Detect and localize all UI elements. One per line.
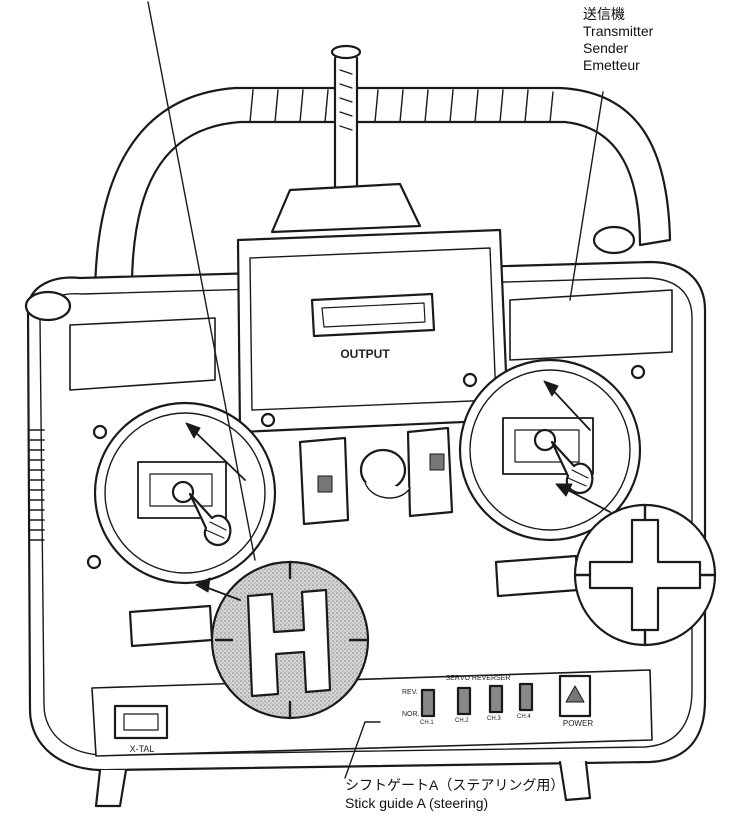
ch3-label: CH.3 bbox=[487, 716, 501, 722]
rev-label: REV. bbox=[402, 689, 418, 696]
left-shoulder-knob bbox=[24, 290, 72, 322]
carry-handle bbox=[93, 86, 672, 302]
left-stick-base bbox=[171, 480, 195, 504]
power-label: POWER bbox=[563, 719, 593, 728]
transmitter-label-fr: Emetteur bbox=[583, 57, 640, 73]
right-shoulder-knob bbox=[592, 225, 636, 255]
right-stick-base bbox=[533, 428, 557, 452]
xtal-label: X-TAL bbox=[130, 744, 155, 754]
ch1-label: CH.1 bbox=[420, 720, 434, 726]
transmitter-label-en: Transmitter bbox=[583, 23, 654, 39]
stick-guide-label-jp: シフトゲートA（ステアリング用） bbox=[345, 777, 565, 793]
stick-guide-label-en: Stick guide A (steering) bbox=[345, 795, 489, 811]
antenna bbox=[333, 53, 359, 197]
stick-guide-b bbox=[210, 560, 370, 720]
left-stick bbox=[188, 492, 232, 546]
output-label: OUTPUT bbox=[340, 347, 390, 361]
ch4-label: CH.4 bbox=[517, 714, 531, 720]
right-foot bbox=[558, 760, 592, 802]
servo-reverser-label: SERVO REVERSER bbox=[446, 675, 511, 682]
right-center-trim bbox=[406, 426, 454, 518]
transmitter-callout: 送信機 Transmitter Sender Emetteur bbox=[583, 6, 653, 74]
nor-label: NOR. bbox=[402, 711, 420, 718]
ch2-label: CH.2 bbox=[455, 718, 469, 724]
right-stick bbox=[550, 440, 594, 494]
stick-guide-callout: シフトゲートA（ステアリング用） Stick guide A (steering… bbox=[345, 776, 564, 812]
ch3-switch bbox=[488, 684, 504, 714]
left-foot bbox=[94, 768, 128, 808]
transmitter-label-de: Sender bbox=[583, 40, 629, 56]
left-lower-trim bbox=[128, 604, 214, 648]
stick-guide-a bbox=[573, 503, 717, 647]
antenna-tip bbox=[330, 44, 362, 60]
ch2-switch bbox=[456, 686, 472, 716]
ch1-switch bbox=[420, 688, 436, 718]
ch4-switch bbox=[518, 682, 534, 712]
right-lower-trim bbox=[494, 554, 580, 598]
transmitter-label-jp: 送信機 bbox=[583, 6, 625, 22]
